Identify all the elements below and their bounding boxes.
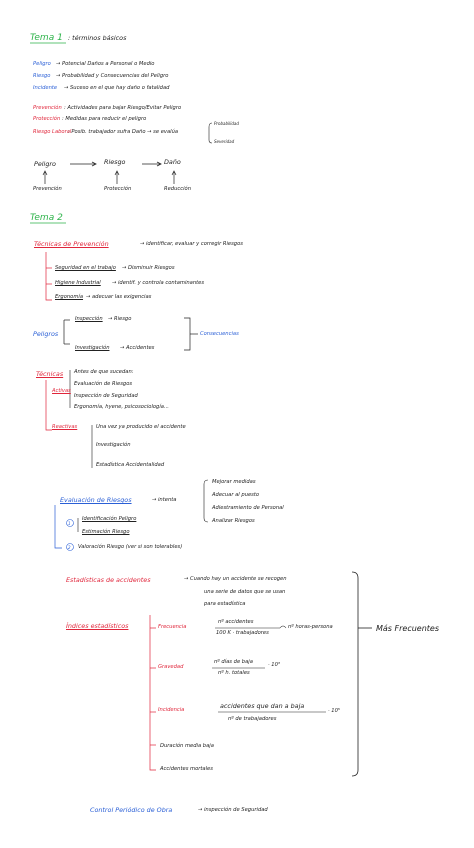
- incidencia-label: Incidencia: [158, 707, 185, 713]
- step1-item: Estimación Riesgo: [82, 529, 130, 535]
- estadisticas-line: → Cuando hay un accidente se recogen: [184, 576, 287, 582]
- peligro-text: → Riesgo: [108, 316, 132, 322]
- consecuencias: Consecuencias: [200, 331, 239, 337]
- mas-frecuentes: Más Frecuentes: [376, 624, 440, 633]
- reactiva-item: Investigación: [96, 442, 131, 448]
- peligro-term: Inspección: [75, 316, 103, 322]
- frecuencia-label: Frecuencia: [158, 624, 187, 630]
- flow-under: Reducción: [164, 186, 191, 192]
- extra-item: Accidentes mortales: [160, 766, 213, 772]
- grav-den: nº h. totales: [218, 670, 250, 676]
- flow-step: Riesgo: [104, 158, 126, 166]
- tecnicas-text: → identificar, evaluar y corregir Riesgo…: [140, 241, 243, 247]
- evaluacion-text: → intenta: [152, 497, 177, 503]
- def2-term: Riesgo Laboral: [33, 129, 72, 135]
- indices-title: Índices estadísticos: [66, 622, 129, 630]
- tecnica-term: Higiene Industrial: [55, 280, 101, 286]
- def-text: → Suceso en el que hay daño o fatalidad: [64, 85, 170, 91]
- evaluacion-title: Evaluación de Riesgos: [60, 496, 132, 504]
- flow-under: Protección: [104, 186, 132, 192]
- estadisticas-line: una serie de datos que se usan: [204, 589, 286, 595]
- tecnicas-title: Técnicas de Prevención: [34, 240, 109, 248]
- def-text: → Probabilidad y Consecuencias del Pelig…: [56, 73, 169, 79]
- activa-item: Antes de que sucedan:: [74, 369, 134, 375]
- flow-under: Prevención: [33, 186, 62, 192]
- def-text: → Potencial Daños a Personal o Medio: [56, 61, 155, 67]
- def2-term: Prevención: [33, 105, 62, 111]
- frec-den: 100 K · trabajadores: [216, 630, 269, 636]
- activa-item: Evaluación de Riesgos: [74, 381, 133, 387]
- control-title: Control Periódico de Obra: [90, 806, 173, 814]
- tecnicas2-label: Técnicas: [36, 370, 64, 378]
- reactivas-label: Reactivas: [52, 424, 78, 430]
- def-term: Peligro: [33, 61, 51, 67]
- def2-text: : Medidas para reducir el peligro: [62, 116, 147, 122]
- activas-label: Activas: [52, 388, 71, 394]
- tema2-title: Tema 2: [30, 213, 63, 223]
- flow-step: Peligro: [34, 160, 56, 168]
- activa-item: Inspección de Seguridad: [74, 393, 138, 399]
- extra-item: Duración media baja: [160, 743, 214, 749]
- gravedad-label: Gravedad: [158, 664, 184, 670]
- evaluacion-item: Mejorar medidas: [212, 479, 256, 485]
- tecnica-text: → Disminuir Riesgos: [122, 265, 175, 271]
- evaluacion-item: Analizar Riesgos: [212, 518, 255, 524]
- peligros-label: Peligros: [33, 330, 59, 338]
- grav-num: nº días de baja: [214, 659, 253, 665]
- evaluacion-item: Adecuar al puesto: [212, 492, 260, 498]
- inc-exp: · 10⁵: [328, 708, 340, 714]
- tecnica-term: Ergonomía: [55, 294, 84, 300]
- def-term: Incidente: [33, 85, 58, 91]
- def2-term: Protección: [33, 116, 61, 122]
- step1-item: Identificación Peligro: [82, 516, 137, 522]
- brace-item: Probabilidad: [214, 121, 239, 126]
- frec-num: nº accidentes: [218, 619, 254, 625]
- tecnica-text: → adecuar las exigencias: [86, 294, 152, 300]
- def-term: Riesgo: [33, 73, 51, 79]
- tecnica-text: → identif. y controla contaminantes: [112, 280, 205, 286]
- grav-exp: · 10³: [268, 662, 280, 668]
- control-text: → inspección de Seguridad: [198, 807, 268, 813]
- step2-num: 2: [68, 545, 71, 550]
- estadisticas-title: Estadísticas de accidentes: [66, 576, 151, 584]
- inc-num: accidentes que dan a baja: [220, 702, 305, 710]
- estadisticas-line: para estadística: [204, 601, 246, 607]
- tema1-title: Tema 1: [30, 33, 63, 43]
- evaluacion-item: Adiestramiento de Personal: [212, 505, 284, 511]
- tecnica-term: Seguridad en el trabajo: [55, 265, 116, 271]
- inc-den: nº de trabajadores: [228, 716, 277, 722]
- frec-tail: nº horas-persona: [288, 624, 333, 630]
- step1-num: 1: [68, 521, 71, 526]
- peligro-text: → Accidentes: [120, 345, 155, 351]
- brace-item: Severidad: [214, 139, 235, 144]
- activa-item: Ergonomía, hyene, psicosociología...: [74, 404, 169, 410]
- tema1-subtitle: : términos básicos: [68, 34, 127, 42]
- peligro-term: Investigación: [75, 345, 110, 351]
- reactiva-item: Estadística Accidentalidad: [96, 462, 165, 468]
- step2-text: Valoración Riesgo (ver si son tolerables…: [78, 544, 183, 550]
- def2-text: : Posib. trabajador sufra Daño → se eval…: [68, 129, 179, 135]
- flow-step: Daño: [164, 158, 181, 166]
- reactiva-item: Una vez ya producido el accidente: [96, 424, 186, 430]
- def2-text: : Actividades para bajar Riesgo/Evitar P…: [64, 105, 182, 111]
